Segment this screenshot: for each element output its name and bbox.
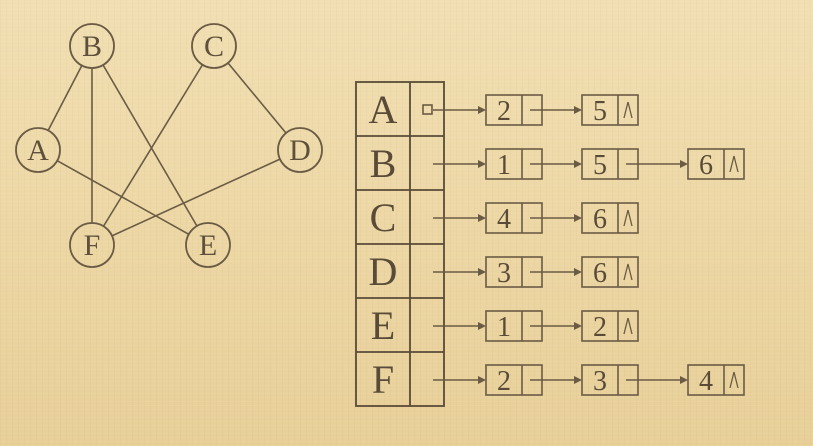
- graph-node-e: E: [185, 222, 231, 268]
- list-node: 6: [581, 256, 639, 289]
- list-node-value: 4: [699, 366, 713, 397]
- list-node-value: 6: [593, 258, 607, 289]
- graph-edges: [47, 62, 287, 237]
- list-node: 4: [485, 202, 543, 235]
- list-node: 5: [581, 94, 639, 127]
- list-node: 3: [581, 364, 639, 397]
- graph-nodes: A B C D E F: [15, 23, 323, 268]
- graph-node-circle: [185, 222, 231, 268]
- arrow-head: [478, 268, 486, 276]
- vertex-label-a: A: [369, 87, 398, 132]
- list-node: 6: [687, 148, 745, 181]
- list-node-box: [687, 364, 745, 396]
- graph-edge-b-e: [102, 64, 198, 227]
- list-node-value: 1: [497, 150, 511, 181]
- arrow-head: [574, 322, 582, 330]
- list-node-box: [687, 148, 745, 180]
- list-node-value: 1: [497, 312, 511, 343]
- arrow-head: [680, 376, 688, 384]
- list-node-box: [581, 94, 639, 126]
- list-node-box: [581, 202, 639, 234]
- graph-node-circle: [277, 127, 323, 173]
- null-pointer-icon: [623, 263, 633, 281]
- graph-node-f: F: [69, 222, 115, 268]
- arrow-head: [478, 106, 486, 114]
- arrow-head: [478, 322, 486, 330]
- graph-node-label: D: [289, 134, 311, 167]
- vertex-label-b: B: [370, 141, 397, 186]
- arrow-head: [680, 160, 688, 168]
- arrow-head: [478, 160, 486, 168]
- list-node-value: 3: [497, 258, 511, 289]
- null-pointer-icon: [729, 371, 739, 389]
- graph-node-c: C: [191, 23, 237, 69]
- graph-node-a: A: [15, 127, 61, 173]
- arrow-head: [574, 214, 582, 222]
- list-node: 1: [485, 148, 543, 181]
- list-node-box: [581, 256, 639, 288]
- list-node: 6: [581, 202, 639, 235]
- arrow-head: [574, 106, 582, 114]
- graph-node-label: A: [27, 134, 49, 167]
- vertex-label-c: C: [370, 195, 397, 240]
- list-node: 3: [485, 256, 543, 289]
- list-node: 2: [485, 94, 543, 127]
- arrow-head: [478, 376, 486, 384]
- vertex-label-f: F: [372, 357, 394, 402]
- list-node-box: [581, 310, 639, 342]
- vertex-label-e: E: [371, 303, 395, 348]
- graph-edge-d-f: [111, 158, 281, 237]
- list-node: 2: [485, 364, 543, 397]
- graph-edge-c-d: [227, 62, 287, 134]
- list-node-value: 6: [593, 204, 607, 235]
- graph-node-circle: [69, 222, 115, 268]
- graph-node-circle: [191, 23, 237, 69]
- list-node: 2: [581, 310, 639, 343]
- graph-node-label: B: [82, 30, 102, 63]
- list-node-value: 2: [593, 312, 607, 343]
- null-pointer-icon: [729, 155, 739, 173]
- graph-node-d: D: [277, 127, 323, 173]
- list-node-value: 3: [593, 366, 607, 397]
- list-node: 4: [687, 364, 745, 397]
- graph-node-label: F: [84, 229, 101, 262]
- list-node-value: 4: [497, 204, 511, 235]
- list-node-value: 5: [593, 150, 607, 181]
- head-pointer-marker: [422, 104, 433, 115]
- adjacency-chain-b: 1 5 6: [433, 148, 745, 181]
- null-pointer-icon: [623, 101, 633, 119]
- graph-node-label: C: [204, 30, 224, 63]
- vertex-label-d: D: [369, 249, 398, 294]
- arrow-head: [478, 214, 486, 222]
- list-node-value: 2: [497, 96, 511, 127]
- graph-edge-a-e: [56, 160, 190, 235]
- list-node: 5: [581, 148, 639, 181]
- null-pointer-icon: [623, 209, 633, 227]
- graph-node-circle: [69, 23, 115, 69]
- list-node-value: 5: [593, 96, 607, 127]
- graph-node-circle: [15, 127, 61, 173]
- list-node-value: 6: [699, 150, 713, 181]
- graph-node-label: E: [199, 229, 217, 262]
- list-node: 1: [485, 310, 543, 343]
- arrow-head: [574, 376, 582, 384]
- null-pointer-icon: [623, 317, 633, 335]
- arrow-head: [574, 160, 582, 168]
- graph-edge-c-f: [102, 64, 204, 227]
- adjacency-chain-f: 2 3 4: [433, 364, 745, 397]
- arrow-head: [574, 268, 582, 276]
- graph-node-b: B: [69, 23, 115, 69]
- graph-edge-a-b: [47, 65, 83, 131]
- list-node-value: 2: [497, 366, 511, 397]
